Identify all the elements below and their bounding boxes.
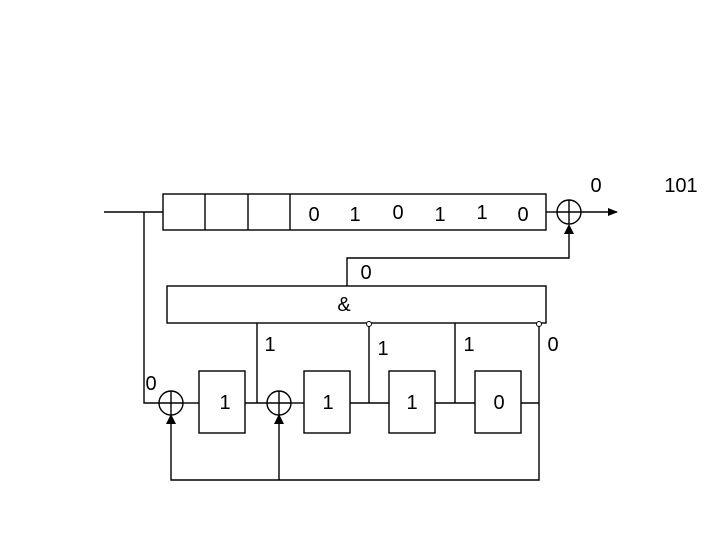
and-to-xor-arrow-icon bbox=[564, 224, 574, 234]
lfsr-cell-4 bbox=[474, 370, 522, 434]
left-input-label: 0 bbox=[145, 373, 156, 395]
lfsr-cell-3-value: 1 bbox=[406, 392, 417, 414]
bottom-feedback-line bbox=[170, 403, 540, 481]
register-cell-9: 0 bbox=[517, 204, 528, 226]
output-sequence-label: 101 bbox=[664, 175, 697, 197]
shift-register-values: 0 1 0 1 1 0 bbox=[308, 202, 528, 226]
tap-value-3: 1 bbox=[463, 334, 474, 356]
register-cell-4: 0 bbox=[308, 204, 319, 226]
lfsr-cell-4-value: 0 bbox=[493, 392, 504, 414]
lfsr-cell-2-value: 1 bbox=[322, 392, 333, 414]
lfsr-cell-2 bbox=[303, 370, 351, 434]
tap-lines bbox=[256, 323, 540, 403]
output-bit-label: 0 bbox=[590, 175, 601, 197]
lfsr-cell-1-value: 1 bbox=[219, 392, 230, 414]
output-xor-icon bbox=[556, 199, 582, 225]
feedback-line bbox=[143, 212, 159, 404]
and-symbol: & bbox=[337, 294, 351, 316]
xor-icon bbox=[158, 390, 184, 416]
tap-value-4: 0 bbox=[547, 334, 558, 356]
feedback-arrow-icon bbox=[166, 414, 176, 424]
lfsr-cell-1 bbox=[198, 370, 246, 434]
lfsr-cell-3 bbox=[388, 370, 436, 434]
and-gate bbox=[166, 285, 547, 324]
register-cell-7: 1 bbox=[434, 204, 445, 226]
xor-icon bbox=[266, 390, 292, 416]
inverted-tap-icon bbox=[366, 321, 372, 327]
tap-value-1: 1 bbox=[264, 334, 275, 356]
tap-value-2: 1 bbox=[377, 338, 388, 360]
feedback-arrow-icon bbox=[274, 414, 284, 424]
tap-values: 1 1 1 0 bbox=[264, 334, 558, 360]
and-output-label: 0 bbox=[360, 262, 371, 284]
register-cell-5: 1 bbox=[349, 204, 360, 226]
register-cell-6: 0 bbox=[392, 202, 403, 224]
inverted-tap-icon bbox=[536, 321, 542, 327]
and-to-xor-line bbox=[346, 226, 570, 286]
register-cell-8: 1 bbox=[476, 202, 487, 224]
